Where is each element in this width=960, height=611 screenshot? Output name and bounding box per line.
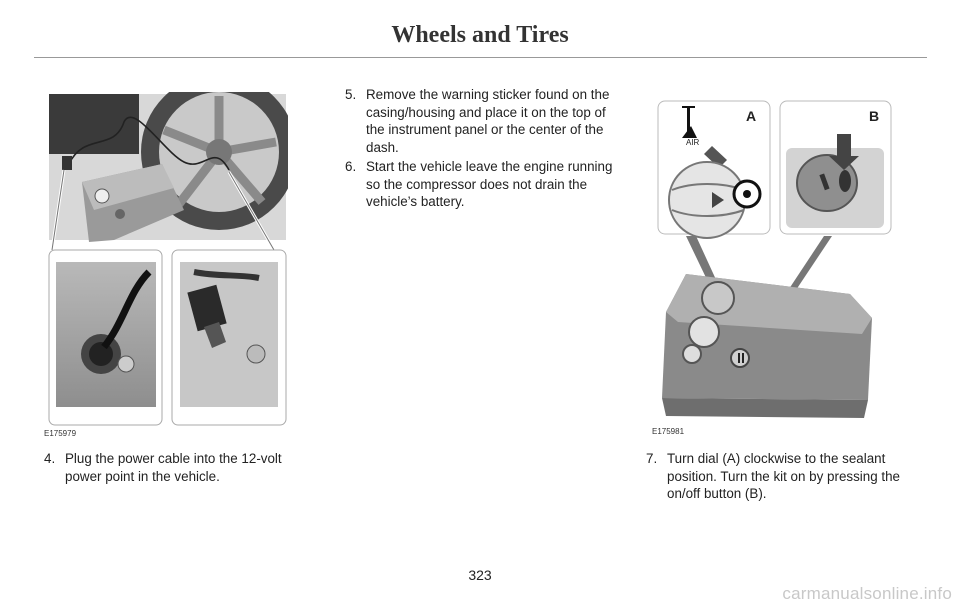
header-divider	[34, 57, 927, 58]
step-text: Plug the power cable into the 12-volt po…	[65, 451, 282, 484]
figure-power-cable: E175979	[44, 92, 288, 438]
callout-label-b: B	[869, 108, 880, 124]
page-number: 323	[468, 567, 492, 583]
air-label: AIR	[686, 138, 700, 147]
step-number: 5.	[345, 87, 357, 102]
step-number: 4.	[44, 451, 56, 466]
step-number: 6.	[345, 159, 357, 174]
callout-label-a: A	[746, 108, 757, 124]
step-7: 7. Turn dial (A) clockwise to the sealan…	[646, 450, 926, 503]
figure-code: E175979	[44, 429, 77, 438]
figure-code: E175981	[652, 427, 685, 436]
step-4: 4. Plug the power cable into the 12-volt…	[44, 450, 304, 485]
figure-dial-button: E175981 A B AIR	[652, 98, 892, 436]
step-5: 5. Remove the warning sticker found on t…	[345, 86, 625, 156]
step-text: Turn dial (A) clockwise to the sealant p…	[667, 451, 900, 501]
step-number: 7.	[646, 451, 658, 466]
step-text: Start the vehicle leave the engine runni…	[366, 159, 613, 209]
watermark: carmanualsonline.info	[782, 584, 952, 603]
page-title: Wheels and Tires	[391, 22, 569, 48]
step-text: Remove the warning sticker found on the …	[366, 87, 610, 155]
step-6: 6. Start the vehicle leave the engine ru…	[345, 158, 625, 211]
